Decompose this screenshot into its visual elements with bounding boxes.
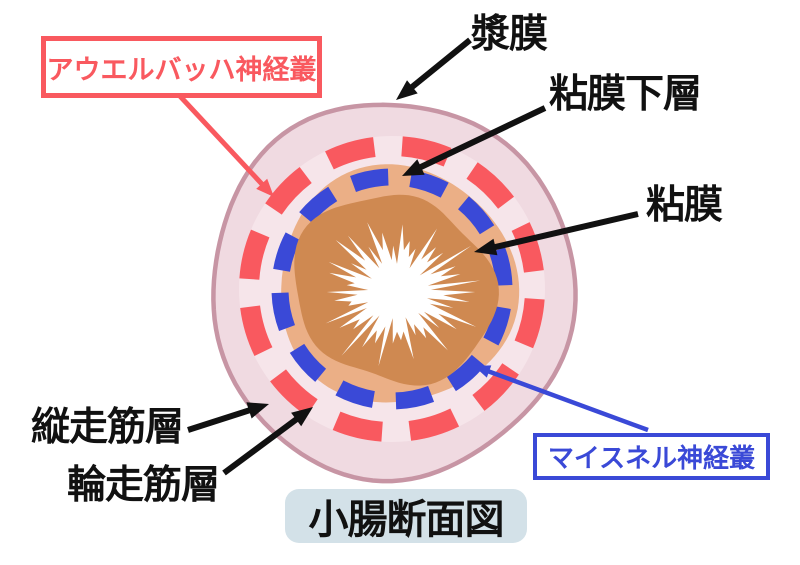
arrow-circular-muscle-head bbox=[291, 407, 313, 427]
arrow-submucosa-line bbox=[416, 105, 547, 171]
figure-title: 小腸断面図 bbox=[285, 489, 527, 543]
label-meissner-plexus: マイスネル神経叢 bbox=[533, 433, 770, 480]
label-serosa: 漿膜 bbox=[471, 13, 548, 56]
arrow-auerbach-head bbox=[256, 178, 274, 197]
label-auerbach-plexus: アウエルバッハ神経叢 bbox=[41, 36, 322, 98]
label-longitudinal-muscle: 縦走筋層 bbox=[31, 406, 184, 449]
arrow-meissner-head bbox=[474, 365, 492, 378]
label-circular-muscle: 輪走筋層 bbox=[67, 464, 220, 507]
arrow-mucosa-line bbox=[491, 211, 639, 251]
arrow-serosa-line bbox=[408, 37, 472, 91]
arrow-mucosa-head bbox=[474, 238, 498, 256]
label-submucosa: 粘膜下層 bbox=[549, 73, 702, 116]
arrow-circular-muscle-line bbox=[222, 415, 301, 476]
arrow-longitudinal-muscle-head bbox=[246, 402, 269, 419]
arrow-auerbach-line bbox=[176, 92, 266, 188]
lumen-villi bbox=[325, 222, 481, 367]
arrow-meissner-line bbox=[485, 368, 649, 433]
label-mucosa: 粘膜 bbox=[646, 184, 723, 227]
arrow-submucosa-head bbox=[402, 159, 425, 176]
arrow-longitudinal-muscle-line bbox=[187, 406, 253, 433]
arrow-serosa-head bbox=[396, 80, 418, 100]
